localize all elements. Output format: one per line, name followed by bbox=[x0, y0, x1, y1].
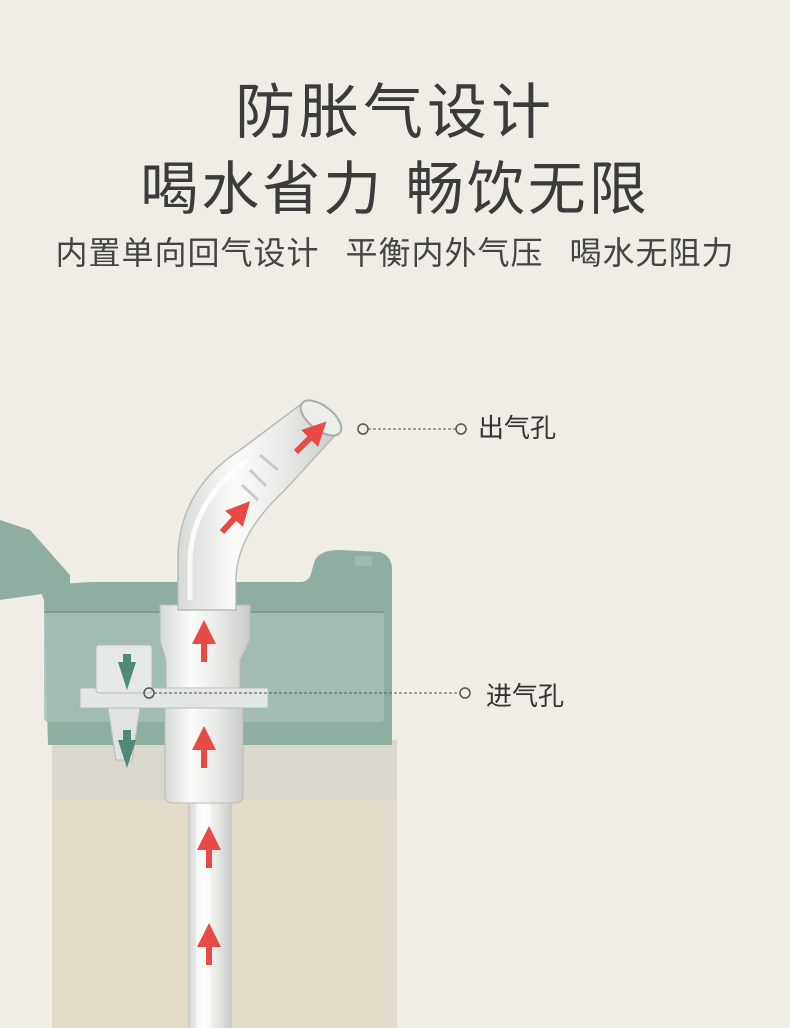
outlet-label: 出气孔 bbox=[478, 414, 557, 444]
flow-arrow bbox=[293, 421, 327, 455]
inlet-callout-line bbox=[143, 687, 471, 699]
subtitle: 内置单向回气设计平衡内外气压喝水无阻力 bbox=[0, 228, 790, 274]
flow-arrow bbox=[219, 501, 251, 535]
headline-line-1: 防胀气设计 bbox=[235, 78, 555, 148]
subtitle-part-3: 喝水无阻力 bbox=[569, 234, 735, 272]
lower-straw bbox=[188, 789, 232, 1028]
inlet-label: 进气孔 bbox=[486, 682, 565, 712]
upper-straw bbox=[177, 399, 343, 611]
headline-line-2: 喝水省力 畅饮无限 bbox=[140, 155, 650, 223]
subtitle-part-2: 平衡内外气压 bbox=[345, 234, 544, 272]
outlet-callout-line bbox=[357, 423, 467, 435]
subtitle-part-1: 内置单向回气设计 bbox=[55, 234, 320, 272]
one-way-valve bbox=[95, 644, 153, 768]
airflow-arrows bbox=[192, 421, 327, 965]
